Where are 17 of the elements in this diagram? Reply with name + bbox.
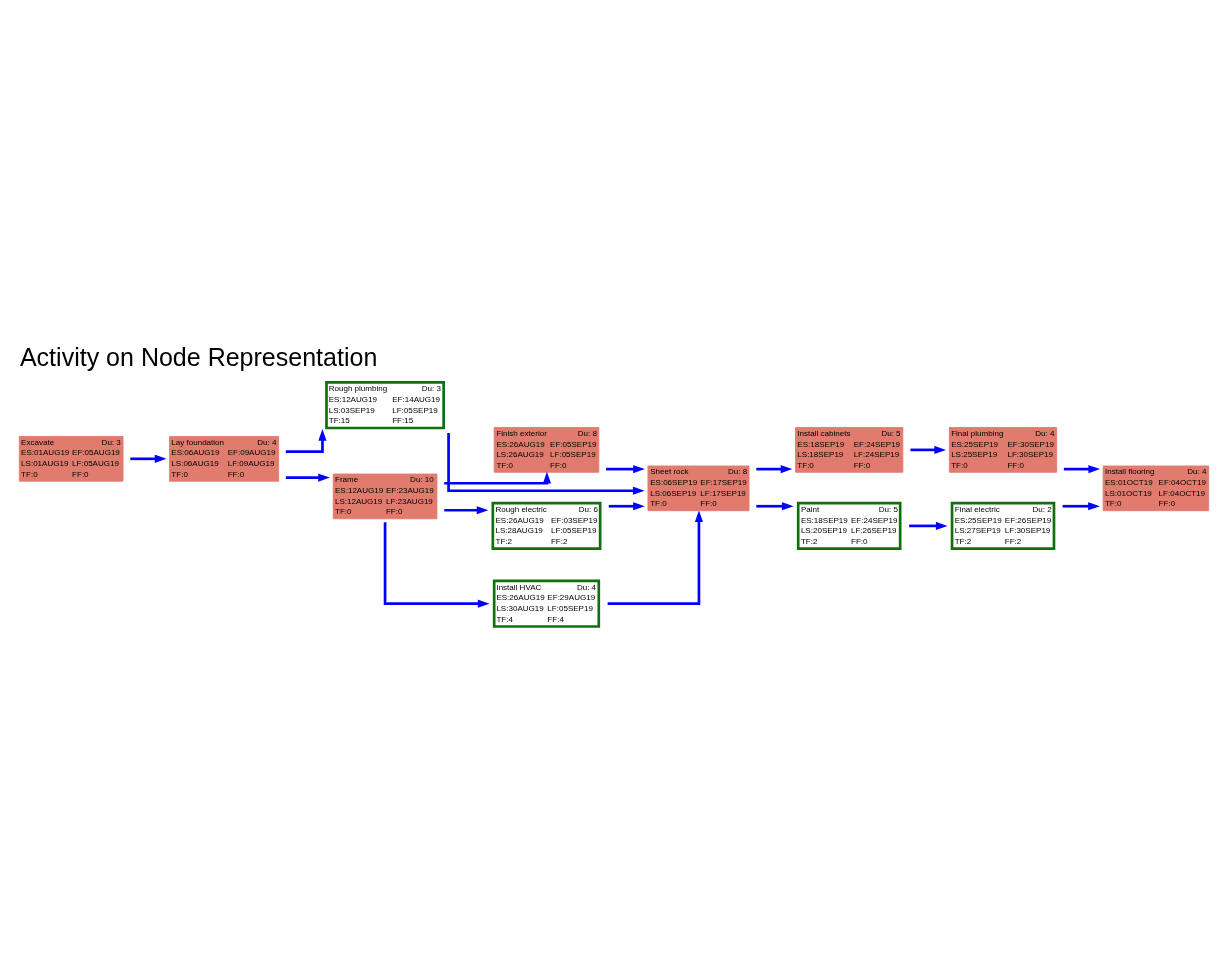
- arrow: [285, 473, 330, 482]
- arrow: [444, 505, 489, 514]
- diagram-title: Activity on Node Representation: [19, 342, 378, 371]
- arrow: [383, 521, 490, 608]
- arrow: [606, 464, 645, 473]
- arrow: [447, 432, 645, 495]
- arrow: [130, 454, 167, 463]
- arrow: [910, 445, 947, 454]
- arrow: [1063, 464, 1101, 473]
- arrow: [909, 521, 948, 530]
- arrow: [285, 428, 327, 453]
- arrow: [607, 509, 704, 605]
- arrow: [1062, 501, 1100, 510]
- arrow: [756, 464, 793, 473]
- arrow: [444, 471, 551, 485]
- arrow: [608, 501, 645, 510]
- arrow: [756, 501, 794, 510]
